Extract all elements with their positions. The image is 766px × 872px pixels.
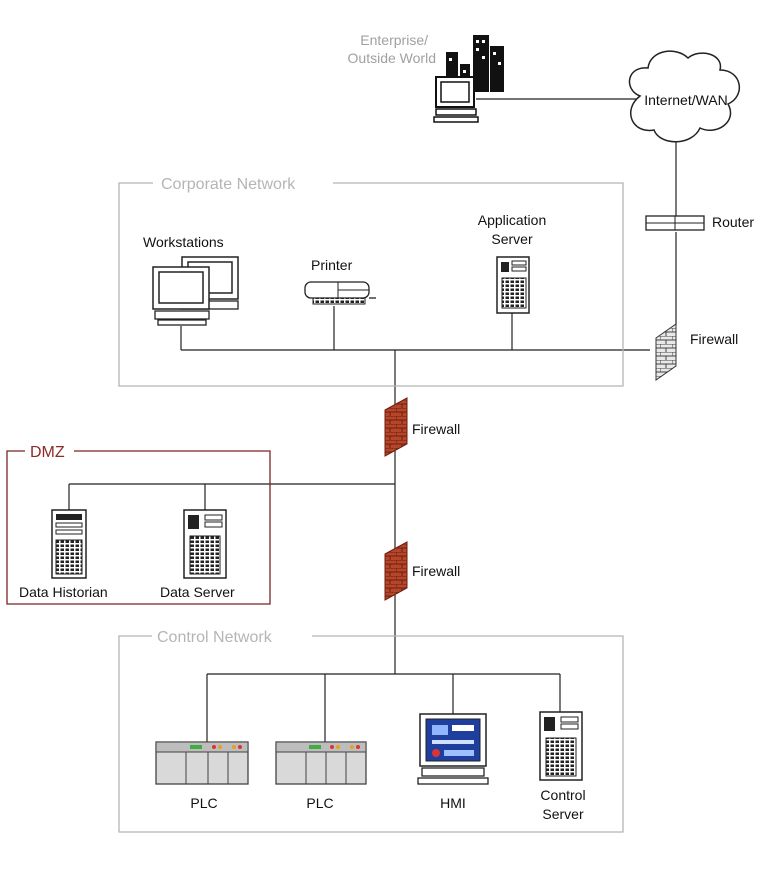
application-server-group: Application Server [478,212,547,314]
data-server-label: Data Server [160,584,235,600]
dmz-zone: DMZ [6,444,271,605]
server-icon [496,256,530,314]
control-server-group: Control Server [539,711,586,822]
corporate-network-zone: Corporate Network [118,176,624,387]
hmi-label: HMI [440,795,466,811]
corporate-network-title: Corporate Network [161,176,296,193]
printer-label: Printer [311,257,353,273]
control-network-title: Control Network [157,629,273,646]
plc2-label: PLC [306,795,333,811]
enterprise-label-line1: Enterprise/ [360,32,428,48]
historian-label: Data Historian [19,584,108,600]
control-network-zone: Control Network [118,629,624,833]
router-label: Router [712,214,754,230]
data-historian-group: Data Historian [19,509,108,600]
cloud-icon [628,50,741,143]
enterprise-computer-icon [433,76,479,123]
router-group: Router [645,214,754,231]
outer-firewall-label: Firewall [690,331,738,347]
workstations-group: Workstations [143,234,239,326]
plc-icon [155,741,249,785]
upper-firewall-group: Firewall [384,397,460,457]
historian-server-icon [51,509,87,579]
control-server-label-line1: Control [540,787,585,803]
lower-firewall-group: Firewall [384,541,460,601]
plc1-label: PLC [190,795,217,811]
data-server-group: Data Server [160,509,235,600]
plc-icon [275,741,367,785]
firewall-icon [384,541,408,601]
enterprise-group: Enterprise/ Outside World [348,32,504,123]
printer-group: Printer [304,257,376,305]
upper-firewall-label: Firewall [412,421,460,437]
server-icon [183,509,227,579]
outer-firewall-group: Firewall [655,323,738,381]
hmi-monitor-icon [417,713,489,785]
plc1-group: PLC [155,741,249,811]
firewall-icon [655,323,677,381]
app-server-label-line2: Server [491,231,533,247]
workstation-icon [152,256,239,326]
printer-icon [304,281,376,305]
internet-wan-label: Internet/WAN [644,92,728,108]
server-icon [539,711,583,781]
dmz-title: DMZ [30,444,65,461]
hmi-group: HMI [417,713,489,811]
router-icon [645,215,705,231]
control-server-label-line2: Server [542,806,584,822]
connection-lines [68,98,677,742]
enterprise-label-line2: Outside World [348,50,436,66]
plc2-group: PLC [275,741,367,811]
firewall-icon [384,397,408,457]
workstations-label: Workstations [143,234,224,250]
app-server-label-line1: Application [478,212,547,228]
lower-firewall-label: Firewall [412,563,460,579]
internet-wan-group: Internet/WAN [628,50,741,143]
